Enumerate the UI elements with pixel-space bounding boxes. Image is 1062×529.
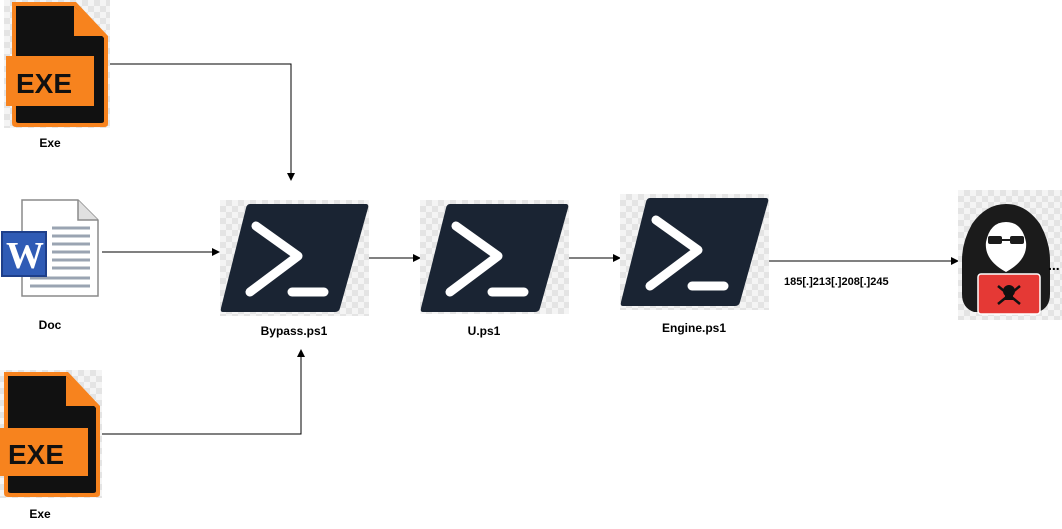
exe-bottom-label: Exe <box>29 507 51 521</box>
engine-node <box>620 194 769 310</box>
edge-exe-top-to-bypass <box>110 63 295 181</box>
svg-text:EXE: EXE <box>16 68 72 99</box>
exe-bottom-node: EXE <box>0 370 102 498</box>
bypass-label: Bypass.ps1 <box>260 324 328 338</box>
powershell-icon <box>420 204 569 312</box>
svg-text:W: W <box>6 235 44 277</box>
svg-text:EXE: EXE <box>8 439 64 470</box>
powershell-icon <box>620 198 769 306</box>
hacker-icon <box>962 204 1050 315</box>
exe-top-node: EXE <box>4 0 110 128</box>
word-document-icon: W <box>1 199 99 297</box>
attacker-node <box>958 190 1062 320</box>
attacker-trail: ... <box>1048 257 1060 273</box>
u-label: U.ps1 <box>467 324 501 338</box>
exe-file-icon: EXE <box>0 372 100 497</box>
exe-file-icon: EXE <box>6 2 108 127</box>
edge-exe-bottom-to-bypass <box>100 349 305 435</box>
exe-top-label: Exe <box>39 136 61 150</box>
bypass-node <box>220 200 369 316</box>
c2-ip-label: 185[.]213[.]208[.]245 <box>784 276 889 288</box>
doc-node: W <box>0 196 102 300</box>
u-node <box>420 200 569 314</box>
engine-label: Engine.ps1 <box>661 321 726 335</box>
powershell-icon <box>220 204 369 312</box>
doc-label: Doc <box>38 318 62 332</box>
